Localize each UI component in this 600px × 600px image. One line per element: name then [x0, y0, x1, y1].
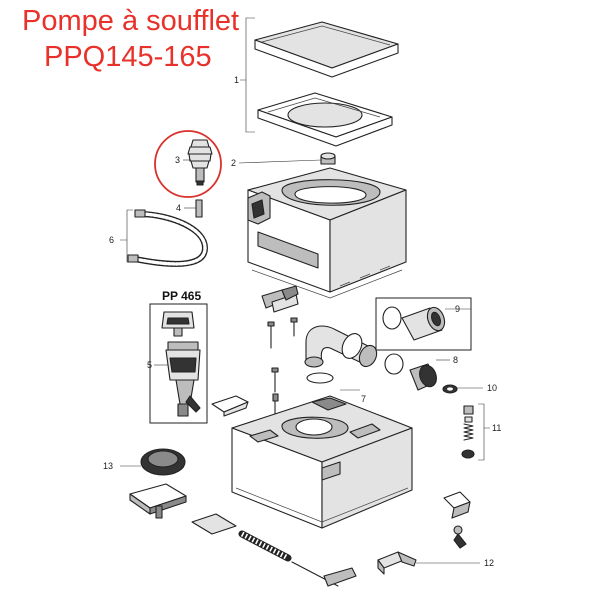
part-mounting-bracket: [261, 285, 299, 313]
part-cover-plate-edge: [223, 401, 249, 417]
part-9-frame: [375, 297, 472, 351]
callout-7: 7: [361, 394, 366, 404]
callout-11: 11: [492, 423, 501, 433]
part-slide-plate: [191, 513, 237, 535]
callout-3: 3: [175, 155, 180, 165]
highlight-circle-pump: [154, 130, 222, 198]
callout-bracket-11: [478, 403, 490, 461]
part-lid-and-seat: [254, 21, 399, 147]
leader-line-2: [238, 159, 322, 164]
part-lever-handle: [377, 551, 417, 575]
part-valve-mechanism: [161, 311, 201, 417]
part-level-indicator: [443, 491, 471, 549]
part-discharge-elbow: [304, 325, 378, 368]
part-bellows-pump: [187, 139, 213, 186]
diagram-title-line1: Pompe à soufflet: [22, 5, 240, 37]
callout-bracket-6: [120, 209, 133, 263]
callout-10: 10: [487, 383, 497, 393]
part-rubber-seal: [140, 448, 186, 476]
callout-8: 8: [453, 355, 458, 365]
part-flush-hose: [127, 209, 209, 267]
diagram-title-line2: PPQ145-165: [44, 41, 212, 73]
inset-frame: [149, 303, 208, 424]
callout-2: 2: [231, 158, 236, 168]
part-seal-ring: [306, 372, 334, 384]
callout-1: 1: [234, 75, 239, 85]
inset-label: PP 465: [162, 289, 201, 303]
callout-9: 9: [455, 304, 460, 314]
part-small-washer-hole: [447, 387, 453, 391]
part-filler-cap: [320, 152, 336, 165]
part-mounting-clip: [129, 483, 187, 519]
part-pin: [195, 199, 203, 218]
callout-12: 12: [484, 558, 494, 568]
part-screws: [267, 317, 298, 429]
part-upper-tank: [247, 167, 407, 299]
callout-bracket-1: [240, 17, 255, 133]
part-holding-tank: [231, 395, 413, 529]
part-operating-rod: [291, 561, 357, 587]
part-spout-assembly: [382, 306, 446, 341]
callout-5: 5: [147, 360, 152, 370]
part-spout-cap: [384, 353, 437, 391]
callout-13: 13: [103, 461, 113, 471]
part-spring-kit: [461, 405, 475, 459]
part-valve-spring: [238, 530, 292, 562]
callout-4: 4: [176, 203, 181, 213]
callout-6: 6: [109, 235, 114, 245]
